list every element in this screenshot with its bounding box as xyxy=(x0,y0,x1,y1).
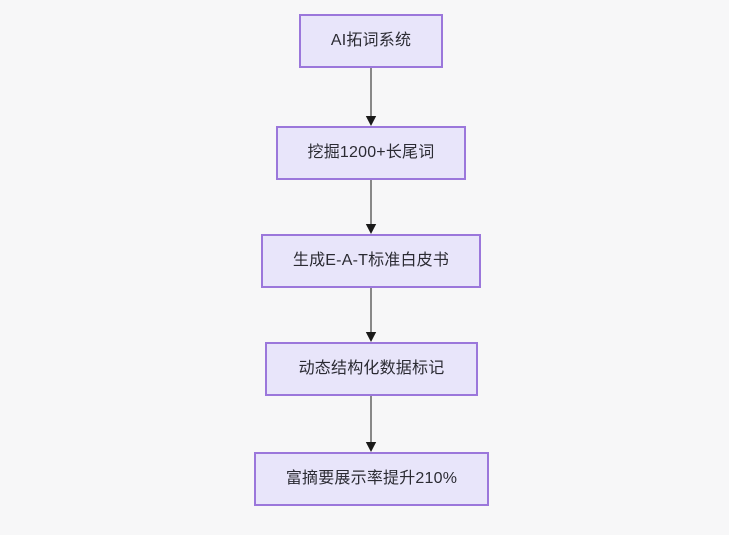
connector-node2-node3 xyxy=(364,180,378,234)
flowchart-node-mine-longtail-keywords[interactable]: 挖掘1200+长尾词 xyxy=(276,126,466,180)
flowchart-node-ai-keyword-system[interactable]: AI拓词系统 xyxy=(299,14,443,68)
flowchart-node-rich-snippet-rate-increase[interactable]: 富摘要展示率提升210% xyxy=(254,452,489,506)
flowchart-node-label: AI拓词系统 xyxy=(330,32,412,49)
connector-node4-node5 xyxy=(364,396,378,452)
flowchart-node-label: 富摘要展示率提升210% xyxy=(285,470,458,487)
flowchart-node-generate-eat-whitepaper[interactable]: 生成E-A-T标准白皮书 xyxy=(261,234,481,288)
connector-node1-node2 xyxy=(364,68,378,126)
flowchart-node-label: 挖掘1200+长尾词 xyxy=(307,144,435,161)
flowchart-node-label: 生成E-A-T标准白皮书 xyxy=(292,252,450,269)
flowchart-node-dynamic-structured-data-markup[interactable]: 动态结构化数据标记 xyxy=(265,342,478,396)
connector-node3-node4 xyxy=(364,288,378,342)
flowchart-node-label: 动态结构化数据标记 xyxy=(298,360,445,377)
